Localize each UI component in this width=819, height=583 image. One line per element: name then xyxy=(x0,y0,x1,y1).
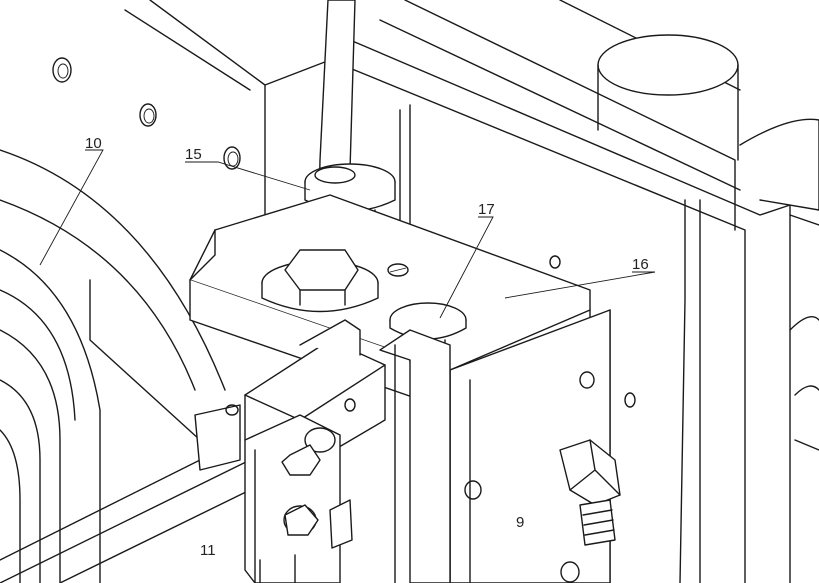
cylinder-top-right xyxy=(597,34,819,451)
label-17: 17 xyxy=(478,201,495,218)
side-bracket xyxy=(194,404,353,583)
label-10: 10 xyxy=(85,135,102,152)
label-15: 15 xyxy=(185,146,202,163)
panel-holes xyxy=(52,57,636,408)
part-10-curved-guide xyxy=(0,149,251,583)
hex-nut xyxy=(261,249,379,313)
fittings xyxy=(464,371,621,583)
label-9: 9 xyxy=(516,514,524,531)
leader-lines xyxy=(39,149,656,319)
label-11: 11 xyxy=(200,542,216,559)
rear-knob xyxy=(304,163,396,241)
label-16: 16 xyxy=(632,256,649,273)
